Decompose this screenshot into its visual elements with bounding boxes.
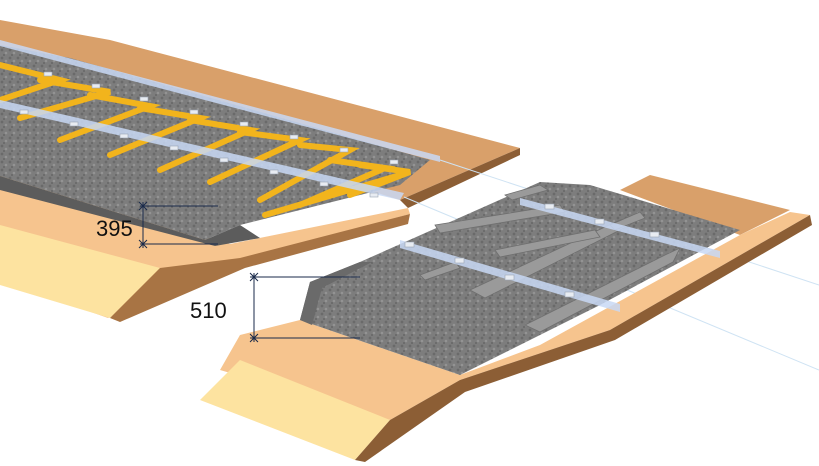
lower-formation-side [220, 212, 810, 420]
y-sleeper [157, 117, 261, 173]
y-sleeper [0, 62, 71, 103]
upper-fastenings [19, 71, 399, 198]
dimension-upper [138, 201, 218, 249]
dimension-lower [249, 272, 360, 343]
concrete-sleeper [524, 247, 681, 333]
upper-formation-edge-shadow [400, 148, 520, 208]
y-sleeper [262, 172, 403, 218]
dimension-label-upper: 395 [96, 216, 133, 241]
y-sleeper [257, 142, 360, 203]
upper-track-section: 395 [0, 20, 819, 371]
lower-track-section: 510 [190, 175, 812, 462]
concrete-sleeper [419, 261, 461, 281]
concrete-sleeper [504, 184, 549, 201]
lower-rail-left [520, 198, 720, 258]
lower-ballast-shoulder [300, 262, 372, 325]
lower-fastenings [404, 203, 660, 298]
y-sleeper [17, 77, 111, 121]
upper-formation-front [0, 225, 160, 318]
concrete-sleeper [494, 229, 601, 258]
upper-rail-left [0, 40, 440, 162]
dimension-label-lower: 510 [190, 298, 227, 323]
upper-rail-right [0, 100, 404, 200]
upper-ballast-shoulder [0, 176, 260, 246]
lower-formation-front [200, 360, 390, 460]
y-sleeper [207, 129, 311, 185]
upper-formation-front-edge [110, 214, 410, 322]
lower-formation-top [620, 175, 790, 235]
y-sleeper [107, 105, 211, 158]
